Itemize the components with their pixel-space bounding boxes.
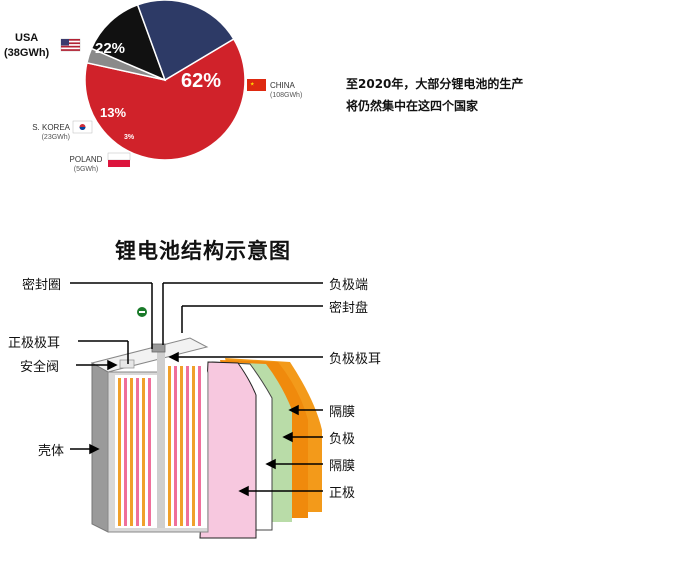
label-negative-electrode: 负极 (329, 432, 356, 447)
negative-terminal (151, 343, 166, 353)
svg-text:★: ★ (250, 82, 255, 88)
central-pin (157, 352, 165, 528)
caption-line-1: 至2020年，大部分锂电池的生产 (346, 77, 524, 91)
china-capacity: (108GWh) (270, 92, 303, 99)
flag-china-icon: ★ (247, 79, 266, 91)
usa-name: USA (15, 32, 39, 44)
label-safety-valve: 安全阀 (20, 360, 60, 375)
pie-slices (84, 0, 246, 161)
usa-capacity: (38GWh) (4, 47, 50, 59)
caption-line-2: 将仍然集中在这四个国家 (346, 99, 479, 113)
flag-korea-icon (72, 120, 93, 134)
slice-label-china: 62% (181, 70, 222, 92)
label-negative-tab: 负极极耳 (329, 352, 382, 367)
slice-label-usa: 22% (95, 40, 126, 57)
label-positive-tab: 正极极耳 (8, 336, 61, 351)
pie-slice-china (84, 38, 246, 161)
label-seal-ring: 密封圈 (22, 278, 62, 293)
flag-poland-icon (107, 152, 131, 167)
korea-name: S. KOREA (32, 123, 70, 132)
china-label: CHINA (108GWh) (270, 81, 302, 101)
label-shell: 壳体 (38, 444, 65, 459)
korea-capacity: (23GWh) (41, 134, 70, 141)
slice-label-poland: 3% (124, 134, 135, 141)
korea-label: S. KOREA (23GWh) (28, 123, 70, 143)
china-name: CHINA (270, 81, 295, 90)
pie-slice-s-korea (90, 3, 167, 82)
label-separator-1: 隔膜 (329, 405, 356, 420)
label-separator-2: 隔膜 (329, 459, 356, 474)
electrode-stripes (118, 366, 201, 526)
positive-tab (119, 359, 135, 369)
label-seal-plate: 密封盘 (329, 301, 369, 316)
diagram-title: 锂电池结构示意图 (115, 239, 291, 263)
flag-usa-icon (60, 38, 81, 52)
pie-slice-usa (136, 0, 235, 82)
label-positive-electrode: 正极 (329, 486, 356, 501)
poland-label: POLAND (5GWh) (66, 155, 106, 175)
poland-capacity: (5GWh) (73, 166, 99, 173)
label-negative-terminal: 负极端 (329, 278, 369, 293)
slice-label-korea: 13% (100, 105, 127, 120)
poland-name: POLAND (69, 155, 103, 164)
usa-label: USA (38GWh) (4, 31, 49, 61)
production-caption: 至2020年，大部分锂电池的生产 将仍然集中在这四个国家 (346, 73, 523, 117)
